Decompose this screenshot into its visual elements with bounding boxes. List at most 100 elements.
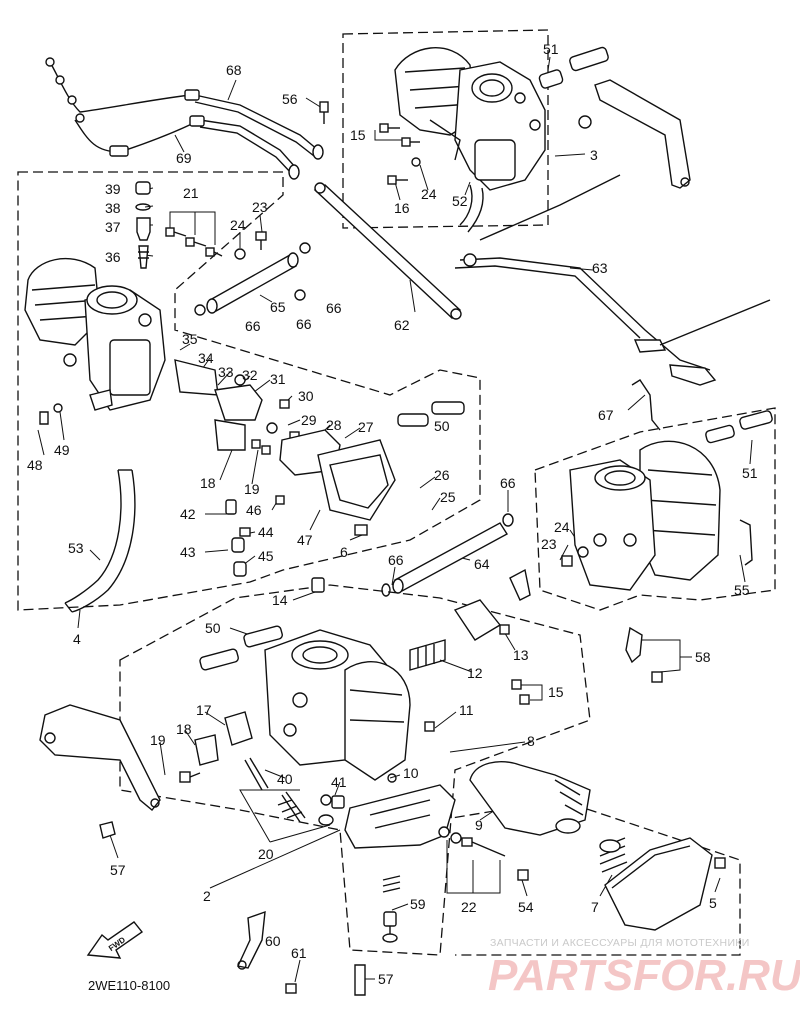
callout-11: 11 <box>459 702 474 718</box>
callout-54: 54 <box>518 899 534 915</box>
callout-50b: 50 <box>205 620 221 636</box>
callout-15b: 15 <box>548 684 564 700</box>
callout-43: 43 <box>180 544 196 560</box>
diagram-code: 2WE110-8100 <box>88 978 170 993</box>
callout-59: 59 <box>410 896 426 912</box>
bracket-lower-left <box>39 704 161 811</box>
callout-66a: 66 <box>326 300 342 316</box>
callout-51: 51 <box>543 41 559 57</box>
left-carburetor <box>24 257 166 411</box>
callout-57a: 57 <box>110 862 126 878</box>
callout-61: 61 <box>291 945 307 961</box>
callout-66e: 66 <box>388 552 404 568</box>
callout-34: 34 <box>198 350 214 366</box>
fuel-hoses <box>45 57 324 180</box>
hose-51-top <box>538 46 609 89</box>
callout-49: 49 <box>54 442 70 458</box>
callout-66b: 66 <box>245 318 261 334</box>
callout-64: 64 <box>474 556 490 572</box>
callout-4: 4 <box>73 631 81 647</box>
callout-51b: 51 <box>742 465 758 481</box>
callout-18a: 18 <box>200 475 216 491</box>
hose-65 <box>194 242 311 316</box>
callout-29: 29 <box>301 412 317 428</box>
callout-23b: 23 <box>541 536 557 552</box>
callout-7: 7 <box>591 899 599 915</box>
pipe-64 <box>381 513 514 597</box>
callout-58: 58 <box>695 649 711 665</box>
callout-25: 25 <box>440 489 456 505</box>
callout-47: 47 <box>297 532 313 548</box>
hose-50-lower <box>199 625 283 671</box>
callout-15: 15 <box>350 127 366 143</box>
callout-36: 36 <box>105 249 121 265</box>
hose-50-upper <box>397 401 465 427</box>
right-carburetor <box>561 440 721 591</box>
callout-24c: 24 <box>554 519 570 535</box>
callout-9: 9 <box>475 817 483 833</box>
callout-3: 3 <box>590 147 598 163</box>
callout-65: 65 <box>270 299 286 315</box>
callout-31: 31 <box>270 371 286 387</box>
left-bottom-parts <box>225 439 285 577</box>
spring-clips <box>625 379 753 683</box>
callout-66d: 66 <box>500 475 516 491</box>
callout-41: 41 <box>331 774 347 790</box>
callout-68: 68 <box>226 62 242 78</box>
callout-45: 45 <box>258 548 274 564</box>
middle-right-parts <box>409 568 531 732</box>
needle-parts-22 <box>438 826 506 857</box>
callout-20: 20 <box>258 846 274 862</box>
callout-48: 48 <box>27 457 43 473</box>
parts-artwork <box>24 46 773 996</box>
callout-33: 33 <box>218 364 234 380</box>
spring-screw-59 <box>382 875 401 943</box>
callout-67: 67 <box>598 407 614 423</box>
callout-5: 5 <box>709 895 717 911</box>
top-screws <box>319 101 421 185</box>
callout-69: 69 <box>176 150 192 166</box>
left-small-parts <box>135 181 267 269</box>
callout-66c: 66 <box>296 316 312 332</box>
callout-8: 8 <box>527 733 535 749</box>
link-rod-63 <box>454 174 771 386</box>
callout-57b: 57 <box>378 971 394 987</box>
callout-18b: 18 <box>176 721 192 737</box>
watermark-brand: PARTSFOR.RU <box>488 951 800 1000</box>
rod-62 <box>313 182 462 320</box>
callout-6a: 6 <box>340 544 348 560</box>
callout-55: 55 <box>734 582 750 598</box>
callout-30: 30 <box>298 388 314 404</box>
callout-28: 28 <box>326 417 342 433</box>
throttle-arm-60 <box>236 910 297 994</box>
callout-40: 40 <box>277 771 293 787</box>
callout-22: 22 <box>461 899 477 915</box>
callout-21: 21 <box>183 185 199 201</box>
callout-39: 39 <box>105 181 121 197</box>
callout-12: 12 <box>467 665 483 681</box>
callout-44: 44 <box>258 524 274 540</box>
callout-17: 17 <box>196 702 212 718</box>
callout-53: 53 <box>68 540 84 556</box>
callout-10: 10 <box>403 765 419 781</box>
callout-27: 27 <box>358 419 374 435</box>
lower-left-parts <box>99 711 366 996</box>
diaphragm-assembly <box>344 761 591 849</box>
callout-63: 63 <box>592 260 608 276</box>
callout-26: 26 <box>434 467 450 483</box>
callout-14: 14 <box>272 592 288 608</box>
callout-32: 32 <box>242 367 258 383</box>
callout-56: 56 <box>282 91 298 107</box>
callout-19a: 19 <box>244 481 260 497</box>
callout-13: 13 <box>513 647 529 663</box>
callout-37: 37 <box>105 219 121 235</box>
callout-52: 52 <box>452 193 468 209</box>
callout-numbers: 68 69 56 51 3 15 16 24 52 39 38 37 36 21… <box>27 41 758 987</box>
callout-19b: 19 <box>150 732 166 748</box>
bracket-top-right <box>578 79 691 189</box>
hose-51-right <box>705 410 773 444</box>
callout-2: 2 <box>203 888 211 904</box>
callout-16: 16 <box>394 200 410 216</box>
callout-46: 46 <box>246 502 262 518</box>
